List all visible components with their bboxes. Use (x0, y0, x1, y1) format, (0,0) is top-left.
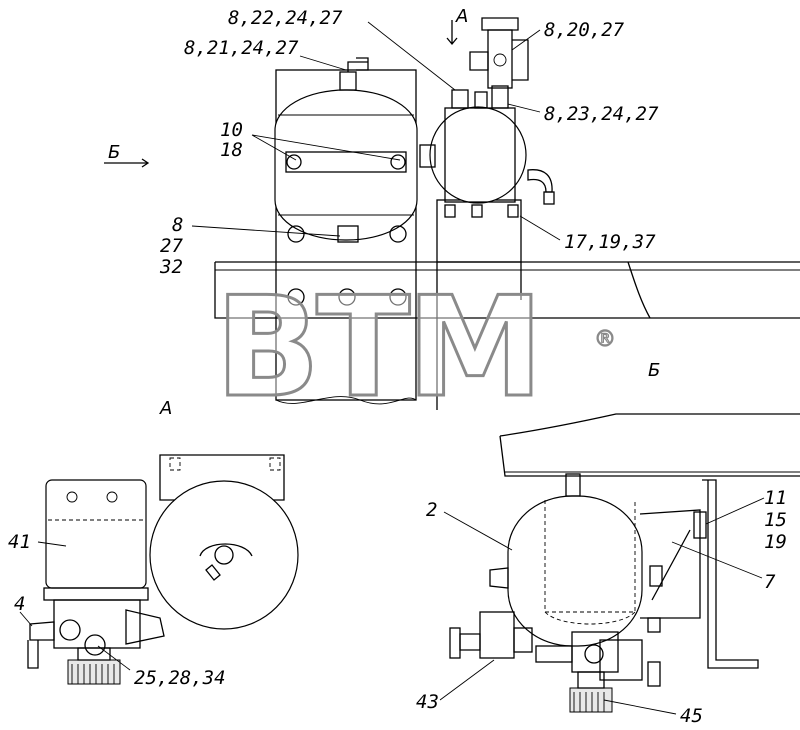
watermark-registered-mark: ® (594, 327, 616, 352)
watermark-logo: BTM ® (214, 266, 617, 430)
callout-label: 19 (764, 531, 787, 553)
air-dryer (45, 479, 147, 589)
callout-label: 7 (764, 571, 776, 593)
callout-label: 2 (426, 499, 437, 521)
callout-label: 45 (680, 705, 703, 727)
callout-label: 4 (14, 593, 25, 615)
receiver-tank-right (429, 106, 527, 204)
section-arrow-a: А (455, 6, 468, 27)
callout-label: 8,20,27 (544, 19, 625, 41)
callout-labels: 8,22,24,27 8,21,24,27 8,20,27 8,23,24,27… (8, 6, 787, 727)
callout-label: 43 (416, 691, 439, 713)
callout-label: 10 (220, 119, 243, 141)
callout-label: 15 (764, 509, 787, 531)
callout-label: 17,19,37 (564, 231, 656, 253)
callout-label: 8 (172, 214, 183, 236)
section-arrow-b: Б (108, 142, 120, 163)
callout-label: 8,21,24,27 (184, 37, 299, 59)
watermark-text: BTM (215, 267, 540, 428)
receiver-tank-left (274, 89, 418, 241)
callout-label: 8,23,24,27 (544, 103, 659, 125)
callout-label: 11 (764, 487, 787, 509)
callout-label: 41 (8, 531, 31, 553)
callout-label: 8,22,24,27 (228, 7, 343, 29)
view-a (19, 454, 299, 685)
main-view (104, 17, 800, 410)
view-a-title: А (159, 398, 172, 419)
callout-label: 27 (160, 235, 183, 257)
callout-label: 18 (220, 139, 243, 161)
receiver-end-view (149, 480, 299, 630)
callout-label: 32 (159, 256, 183, 278)
view-b-title: Б (648, 360, 660, 381)
callout-label: 25,28,34 (134, 667, 226, 689)
receiver-tank-vertical (507, 495, 643, 647)
view-b (439, 413, 800, 715)
